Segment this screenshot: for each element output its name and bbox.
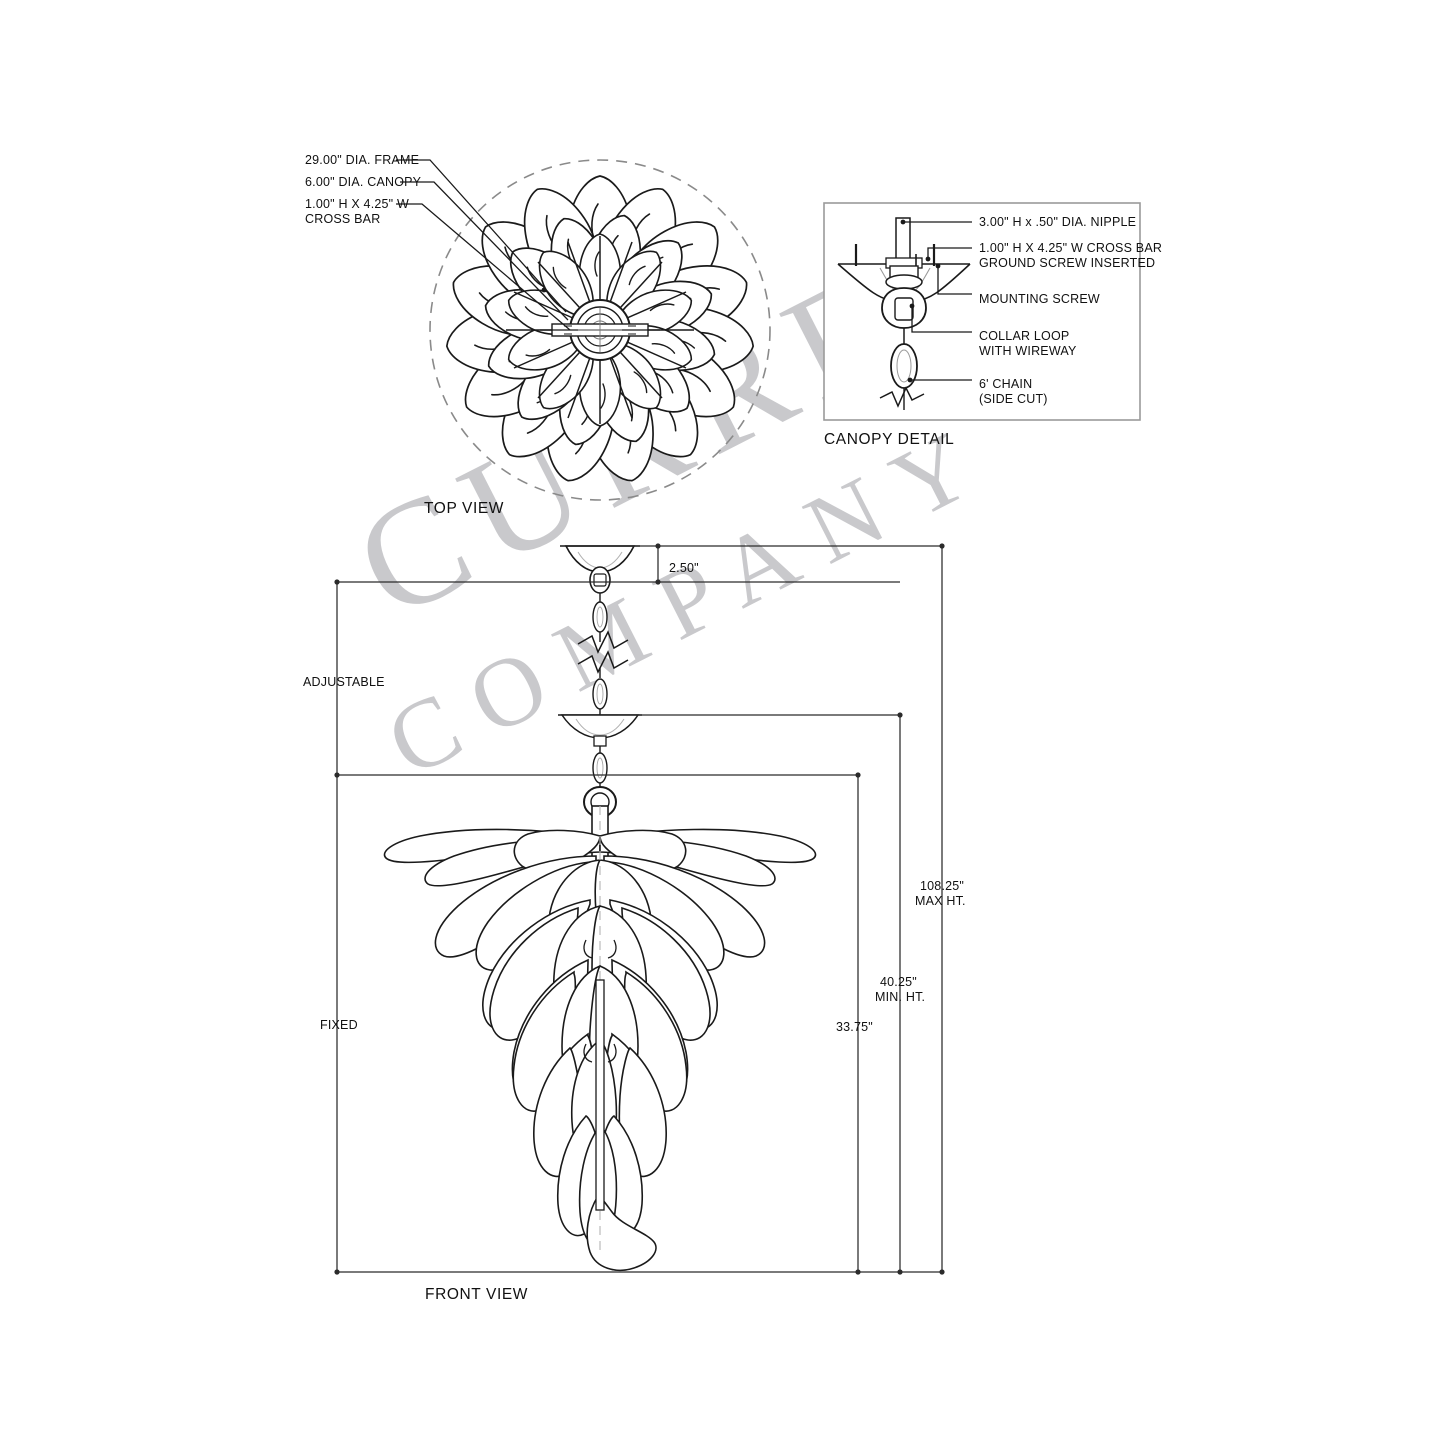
canopy-detail-caption: CANOPY DETAIL	[824, 431, 955, 448]
top-view-drawing	[396, 159, 771, 501]
callout-frame-diameter: 29.00" DIA. FRAME	[305, 153, 420, 167]
leaf-tier-1	[383, 828, 817, 887]
chain-upper-2	[592, 668, 608, 722]
callout-canopy-diameter: 6.00" DIA. CANOPY	[305, 175, 422, 189]
canopy-callout-collar-loop-line2: WITH WIREWAY	[979, 344, 1077, 358]
chain-upper	[592, 593, 608, 642]
tip-leaf	[586, 1194, 657, 1272]
canopy-callout-crossbar-line2: GROUND SCREW INSERTED	[979, 256, 1156, 270]
callout-cross-bar-line1: 1.00" H X 4.25" W	[305, 197, 409, 211]
label-adjustable: ADJUSTABLE	[303, 675, 385, 689]
mid-canopy	[558, 714, 642, 747]
front-view-drawing	[383, 545, 817, 1272]
canopy-callout-crossbar-line1: 1.00" H X 4.25" W CROSS BAR	[979, 241, 1163, 255]
chain-lower	[592, 746, 608, 790]
dimension-min-height-value: 40.25"	[880, 975, 917, 989]
chain-break-symbol	[577, 630, 629, 674]
dimension-lines	[334, 543, 945, 1275]
leaf-cone	[383, 828, 817, 1272]
callout-cross-bar-line2: CROSS BAR	[305, 212, 381, 226]
canopy-detail-frame	[823, 202, 1141, 421]
canopy-callout-mounting-screw: MOUNTING SCREW	[979, 292, 1100, 306]
canopy-callout-chain-line2: (SIDE CUT)	[979, 392, 1048, 406]
dimension-ticks	[334, 543, 945, 1275]
canopy-hub	[540, 299, 660, 361]
dimension-max-height-value: 108.25"	[920, 879, 965, 893]
front-view-caption: FRONT VIEW	[425, 1286, 529, 1303]
dimension-min-height-unit: MIN. HT.	[875, 990, 926, 1004]
top-view-leaders	[396, 159, 571, 331]
label-fixed: FIXED	[320, 1018, 358, 1032]
dimension-max-height-unit: MAX HT.	[915, 894, 966, 908]
canopy-detail-drawing	[823, 202, 1141, 421]
frame-circle	[429, 159, 771, 501]
canopy-callout-nipple: 3.00" H x .50" DIA. NIPPLE	[979, 215, 1137, 229]
canopy-callout-chain-line1: 6' CHAIN	[979, 377, 1033, 391]
socket-marks	[583, 939, 617, 1063]
lower-stem	[595, 979, 605, 1211]
dimension-fixture-height: 33.75"	[836, 1020, 873, 1034]
top-view-caption: TOP VIEW	[424, 500, 505, 517]
dimension-canopy-drop: 2.50"	[669, 561, 699, 575]
canopy-callout-collar-loop-line1: COLLAR LOOP	[979, 329, 1070, 343]
